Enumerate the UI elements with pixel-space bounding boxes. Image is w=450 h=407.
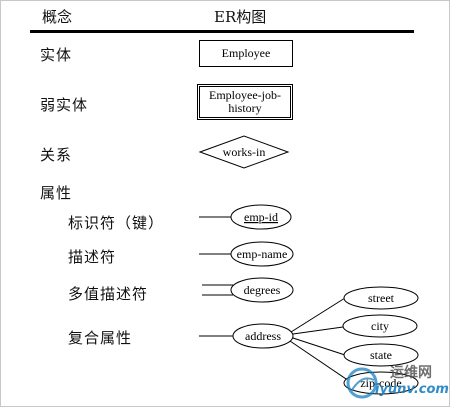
component-city-text: city <box>371 319 389 333</box>
descriptor-label: 描述符 <box>68 248 117 266</box>
watermark-logo-swoosh <box>351 377 375 391</box>
descriptor-ellipse <box>230 241 294 267</box>
weak-entity-double-rectangle: Employee-job- history <box>197 84 293 120</box>
multivalued-ellipse <box>230 277 294 303</box>
composite-link-street <box>290 297 346 333</box>
composite-ellipse <box>232 323 294 349</box>
entity-rectangle: Employee <box>199 40 293 67</box>
multivalued-descriptor-label: 多值描述符 <box>68 285 149 303</box>
weak-entity-text-line2: history <box>228 101 262 115</box>
composite-attribute-label: 复合属性 <box>68 329 133 347</box>
component-state-ellipse <box>343 343 419 367</box>
descriptor-text: emp-name <box>237 247 288 261</box>
composite-link-zip <box>289 340 353 384</box>
composite-link-state <box>292 337 346 356</box>
key-attribute-label: 标识符（键） <box>68 214 165 232</box>
concept-column-header: 概念 <box>42 8 73 26</box>
composite-text: address <box>245 329 281 343</box>
multivalued-text: degrees <box>244 283 281 297</box>
header-rule <box>30 30 414 33</box>
attribute-label: 属性 <box>40 184 73 202</box>
watermark-url: iyunv.com <box>375 382 449 397</box>
er-diagram-column-header: ER构图 <box>214 8 267 26</box>
relationship-text: works-in <box>223 145 266 159</box>
component-state-text: state <box>370 348 392 362</box>
watermark-cn: 运维网 <box>390 365 432 381</box>
key-attribute-ellipse <box>230 204 292 230</box>
component-street-text: street <box>368 291 395 305</box>
relationship-label: 关系 <box>40 146 73 164</box>
weak-entity-label: 弱实体 <box>40 96 89 114</box>
watermark-logo-icon <box>346 367 378 399</box>
entity-text: Employee <box>221 46 271 60</box>
component-street-ellipse <box>343 286 419 310</box>
entity-label: 实体 <box>40 46 73 64</box>
component-city-ellipse <box>342 314 418 338</box>
component-zip-ellipse <box>343 371 419 395</box>
composite-link-city <box>292 326 344 335</box>
relationship-diamond <box>198 135 290 169</box>
weak-entity-text-line1: Employee-job- <box>209 88 281 102</box>
key-attribute-text: emp-id <box>244 210 278 224</box>
